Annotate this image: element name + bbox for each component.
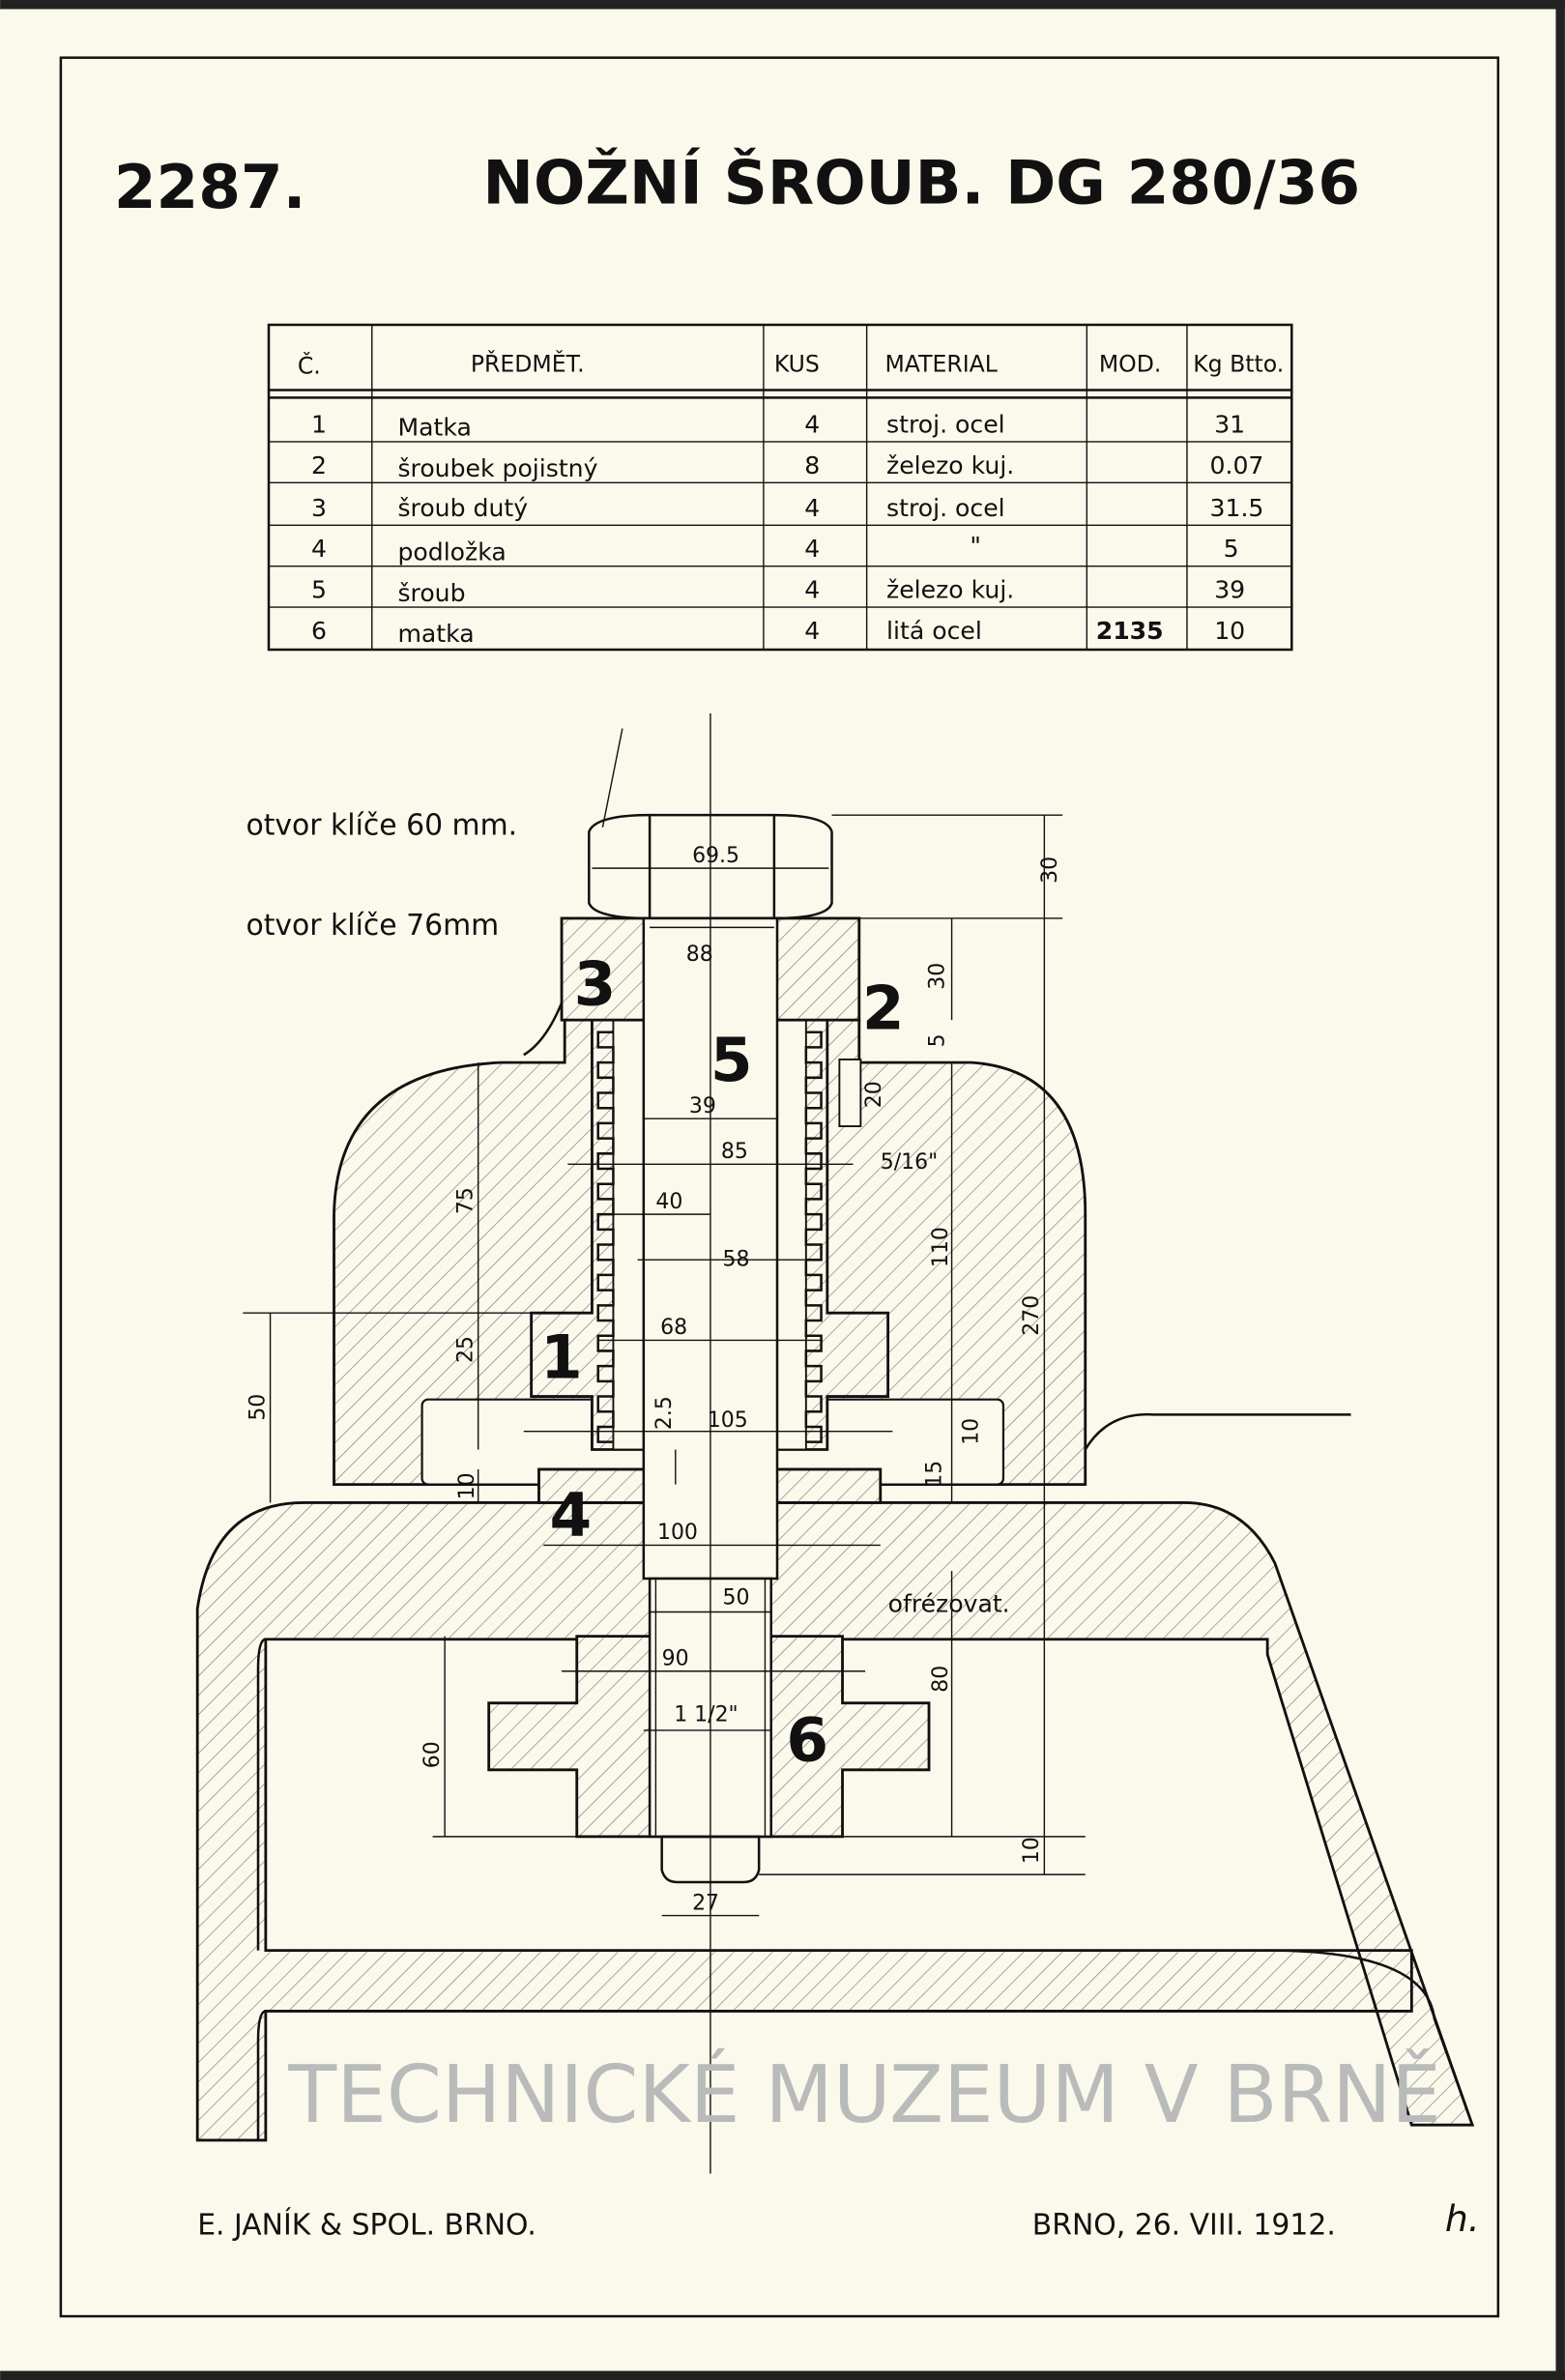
dimension-labels: 69.5 88 30 30 5 39 85 20 5/16" 40 58 68 … (246, 844, 1062, 1915)
hex-nut (588, 813, 833, 920)
parts-table: Č. PŘEDMĚT. KUS MATERIAL MOD. Kg Btto. 1… (267, 323, 1293, 652)
table-row: 6 matka 4 litá ocel 2135 10 (311, 617, 1245, 648)
dim-label: 50 (722, 1586, 749, 1611)
header-weight: Kg Btto. (1193, 351, 1284, 378)
cell: 3 (311, 494, 327, 522)
dim-label: 30 (1038, 856, 1062, 884)
dim-label: 40 (655, 1190, 682, 1214)
cell: 39 (1214, 576, 1245, 604)
base-frame (195, 1501, 1475, 2142)
header-number: Č. (298, 352, 321, 379)
part-label-2: 2 (862, 973, 905, 1044)
cell: litá ocel (886, 617, 982, 645)
table-row: 5 šroub 4 železo kuj. 39 (311, 576, 1245, 607)
dim-label: 110 (929, 1227, 953, 1267)
dim-label: 90 (662, 1646, 689, 1670)
table-row: 2 šroubek pojistný 8 železo kuj. 0.07 (311, 451, 1263, 482)
dim-label: 10 (959, 1418, 983, 1445)
note-wrench-60: otvor klíče 60 mm. (246, 809, 517, 843)
cell: matka (397, 620, 474, 648)
dim-label: 80 (929, 1666, 953, 1693)
cell: podložka (397, 537, 506, 566)
cell: 4 (804, 617, 820, 645)
cell: 4 (804, 410, 820, 438)
dim-label: 100 (657, 1521, 698, 1545)
dim-label: 85 (721, 1140, 748, 1164)
dim-label: 105 (708, 1408, 748, 1433)
dim-label: 5/16" (881, 1150, 938, 1175)
drawing-number: 2287. (114, 152, 306, 222)
cell: 0.07 (1209, 451, 1263, 479)
dim-label: 39 (689, 1094, 716, 1118)
note-mill: ofrézovat. (888, 1590, 1010, 1618)
dim-label: 75 (453, 1187, 478, 1214)
header-item: PŘEDMĚT. (471, 351, 585, 378)
dim-label: 50 (246, 1394, 270, 1421)
cell: 31 (1214, 410, 1245, 438)
cell: 1 (311, 410, 327, 438)
cell: šroubek pojistný (397, 454, 597, 482)
dim-label: 20 (862, 1081, 886, 1108)
drawing-title: NOŽNÍ ŠROUB. DG 280/36 (482, 147, 1360, 218)
company-name: E. JANÍK & SPOL. BRNO. (197, 2207, 536, 2242)
dim-label: 68 (660, 1316, 687, 1340)
header-qty: KUS (774, 351, 820, 378)
cell: stroj. ocel (886, 410, 1005, 438)
assembly-section: 1 2 3 4 5 6 otvor klíče 60 mm. otvor klí… (195, 712, 1475, 2174)
cell: 5 (311, 576, 327, 604)
dim-label: 25 (453, 1336, 478, 1363)
drawing-date: BRNO, 26. VIII. 1912. (1032, 2208, 1336, 2242)
cell: " (970, 532, 981, 560)
cell: 8 (804, 451, 820, 479)
cell: 4 (804, 576, 820, 604)
table-row: 3 šroub dutý 4 stroj. ocel 31.5 (311, 494, 1263, 522)
part-label-5: 5 (710, 1025, 753, 1095)
cell: 4 (311, 535, 327, 563)
drawing-border (59, 56, 1500, 2318)
part-label-1: 1 (540, 1322, 583, 1393)
dim-label: 60 (420, 1741, 445, 1768)
cell: šroub dutý (397, 494, 528, 522)
dim-label: 88 (686, 943, 713, 967)
part-label-4: 4 (549, 1480, 592, 1551)
cell: 4 (804, 494, 820, 522)
part-2-locking-screw (838, 1059, 862, 1127)
dim-label: 15 (923, 1461, 947, 1488)
part-label-3: 3 (574, 948, 617, 1019)
table-row: 4 podložka 4 " 5 (311, 532, 1239, 566)
cell: šroub (397, 579, 465, 607)
cell: 10 (1214, 617, 1245, 645)
cell: Matka (397, 414, 471, 442)
cell: 31.5 (1209, 494, 1263, 522)
table-row: 1 Matka 4 stroj. ocel 31 (311, 410, 1245, 441)
note-wrench-76: otvor klíče 76mm (246, 909, 499, 943)
dim-label: 5 (926, 1033, 950, 1047)
part-label-6: 6 (786, 1704, 828, 1775)
dim-label: 27 (692, 1891, 719, 1915)
dim-label: 10 (1020, 1837, 1044, 1864)
table-header-row: Č. PŘEDMĚT. KUS MATERIAL MOD. Kg Btto. (298, 351, 1284, 380)
dim-label: 69.5 (692, 844, 739, 868)
dim-label: 270 (1020, 1295, 1044, 1336)
dim-label: 30 (926, 963, 950, 990)
dim-label: 2.5 (652, 1396, 677, 1430)
cell: 6 (311, 617, 327, 645)
header-material: MATERIAL (884, 351, 997, 378)
museum-watermark: TECHNICKÉ MUZEUM V BRNĚ (287, 2048, 1440, 2141)
cell: 2135 (1096, 617, 1164, 645)
draftsman-initials: h. (1445, 2197, 1480, 2240)
cell: 5 (1224, 535, 1239, 563)
cell: 4 (804, 535, 820, 563)
cell: železo kuj. (886, 451, 1014, 479)
dim-label: 10 (455, 1472, 479, 1499)
dim-label: 58 (722, 1248, 749, 1272)
header-model: MOD. (1099, 351, 1161, 378)
cell: stroj. ocel (886, 494, 1005, 522)
cell: 2 (311, 451, 327, 479)
dim-label: 1 1/2" (674, 1703, 738, 1727)
cell: železo kuj. (886, 576, 1014, 604)
